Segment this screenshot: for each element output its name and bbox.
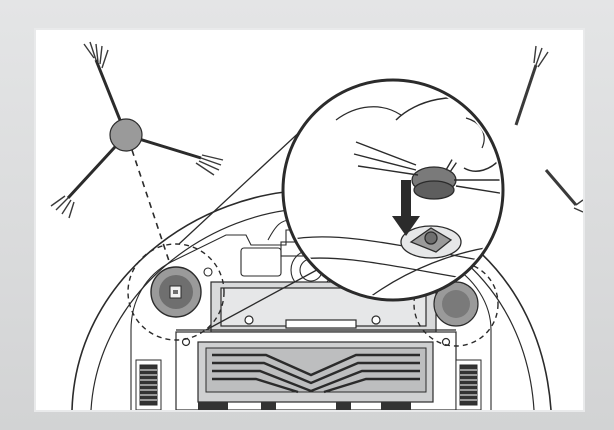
- left-wheel-grille: [136, 360, 161, 410]
- side-brush-icon: [51, 42, 223, 218]
- main-roller-brush: [206, 348, 426, 392]
- right-side-brush: [516, 46, 583, 212]
- guide-dashed-line: [132, 150, 170, 264]
- right-wheel-grille: [456, 360, 481, 410]
- left-brush-mount: [151, 267, 201, 317]
- magnifier-callout-icon: [283, 80, 506, 300]
- illustration-panel: [34, 28, 585, 412]
- vacuum-diagram: [36, 30, 583, 410]
